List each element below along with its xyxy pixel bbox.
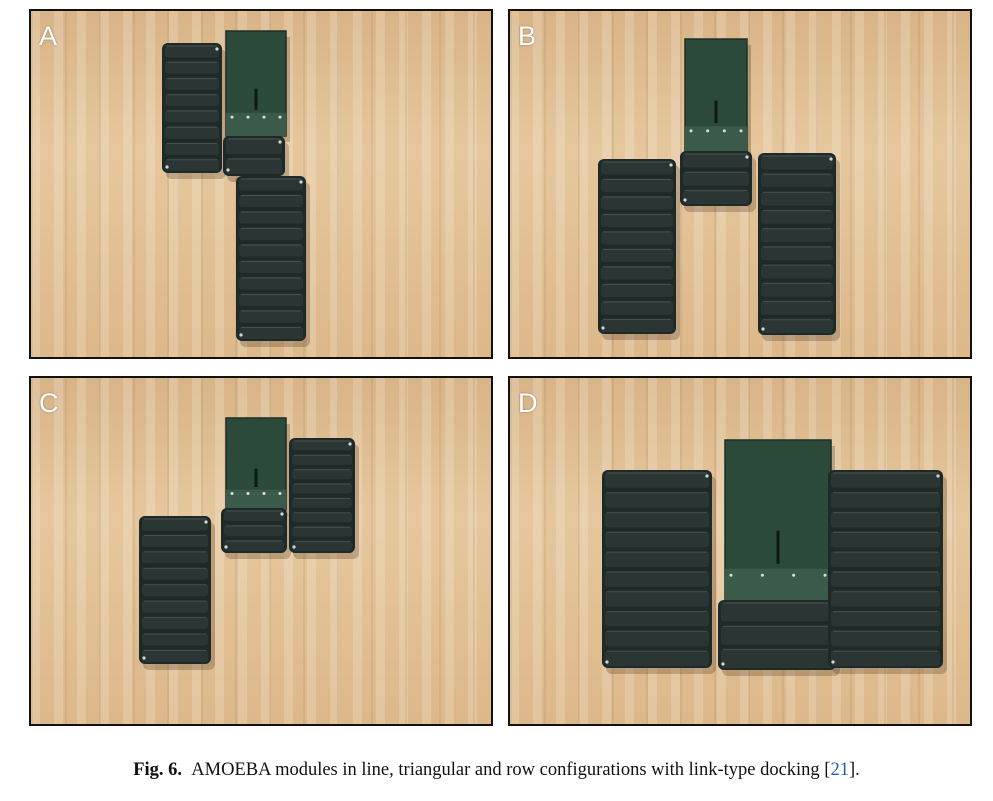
panel-label-c: C <box>39 388 59 418</box>
panel-label-a: A <box>39 21 58 51</box>
photo-panel-d: D <box>508 376 972 726</box>
robot-line-configuration <box>162 30 310 347</box>
track-module <box>236 176 310 347</box>
control-body <box>684 38 751 157</box>
track-module <box>680 151 756 212</box>
track-module <box>758 153 840 341</box>
track-module <box>139 516 215 670</box>
track-module <box>223 136 289 182</box>
panel-label-d: D <box>518 388 538 418</box>
control-body <box>724 439 835 611</box>
figure-label: Fig. 6. <box>133 760 183 780</box>
track-module <box>828 470 947 674</box>
robot-row-configuration <box>602 439 947 676</box>
track-module <box>598 159 680 340</box>
track-module <box>162 43 226 179</box>
robot-triangular-configuration <box>598 38 840 341</box>
caption-text-end: ]. <box>848 760 860 780</box>
track-module <box>289 438 359 559</box>
control-body <box>225 30 290 142</box>
photo-panel-b: B <box>508 9 972 359</box>
caption-text: AMOEBA modules in line, triangular and r… <box>191 760 831 780</box>
track-module <box>602 470 716 674</box>
control-body <box>225 417 290 516</box>
photo-panel-a: A <box>29 9 493 359</box>
figure-caption: Fig. 6. AMOEBA modules in line, triangul… <box>0 760 993 781</box>
robot-triangular-configuration <box>139 417 359 670</box>
reference-link[interactable]: 21 <box>830 760 849 780</box>
track-module <box>718 600 840 676</box>
panel-label-b: B <box>518 21 537 51</box>
track-module <box>221 508 291 559</box>
photo-panel-c: C <box>29 376 493 726</box>
